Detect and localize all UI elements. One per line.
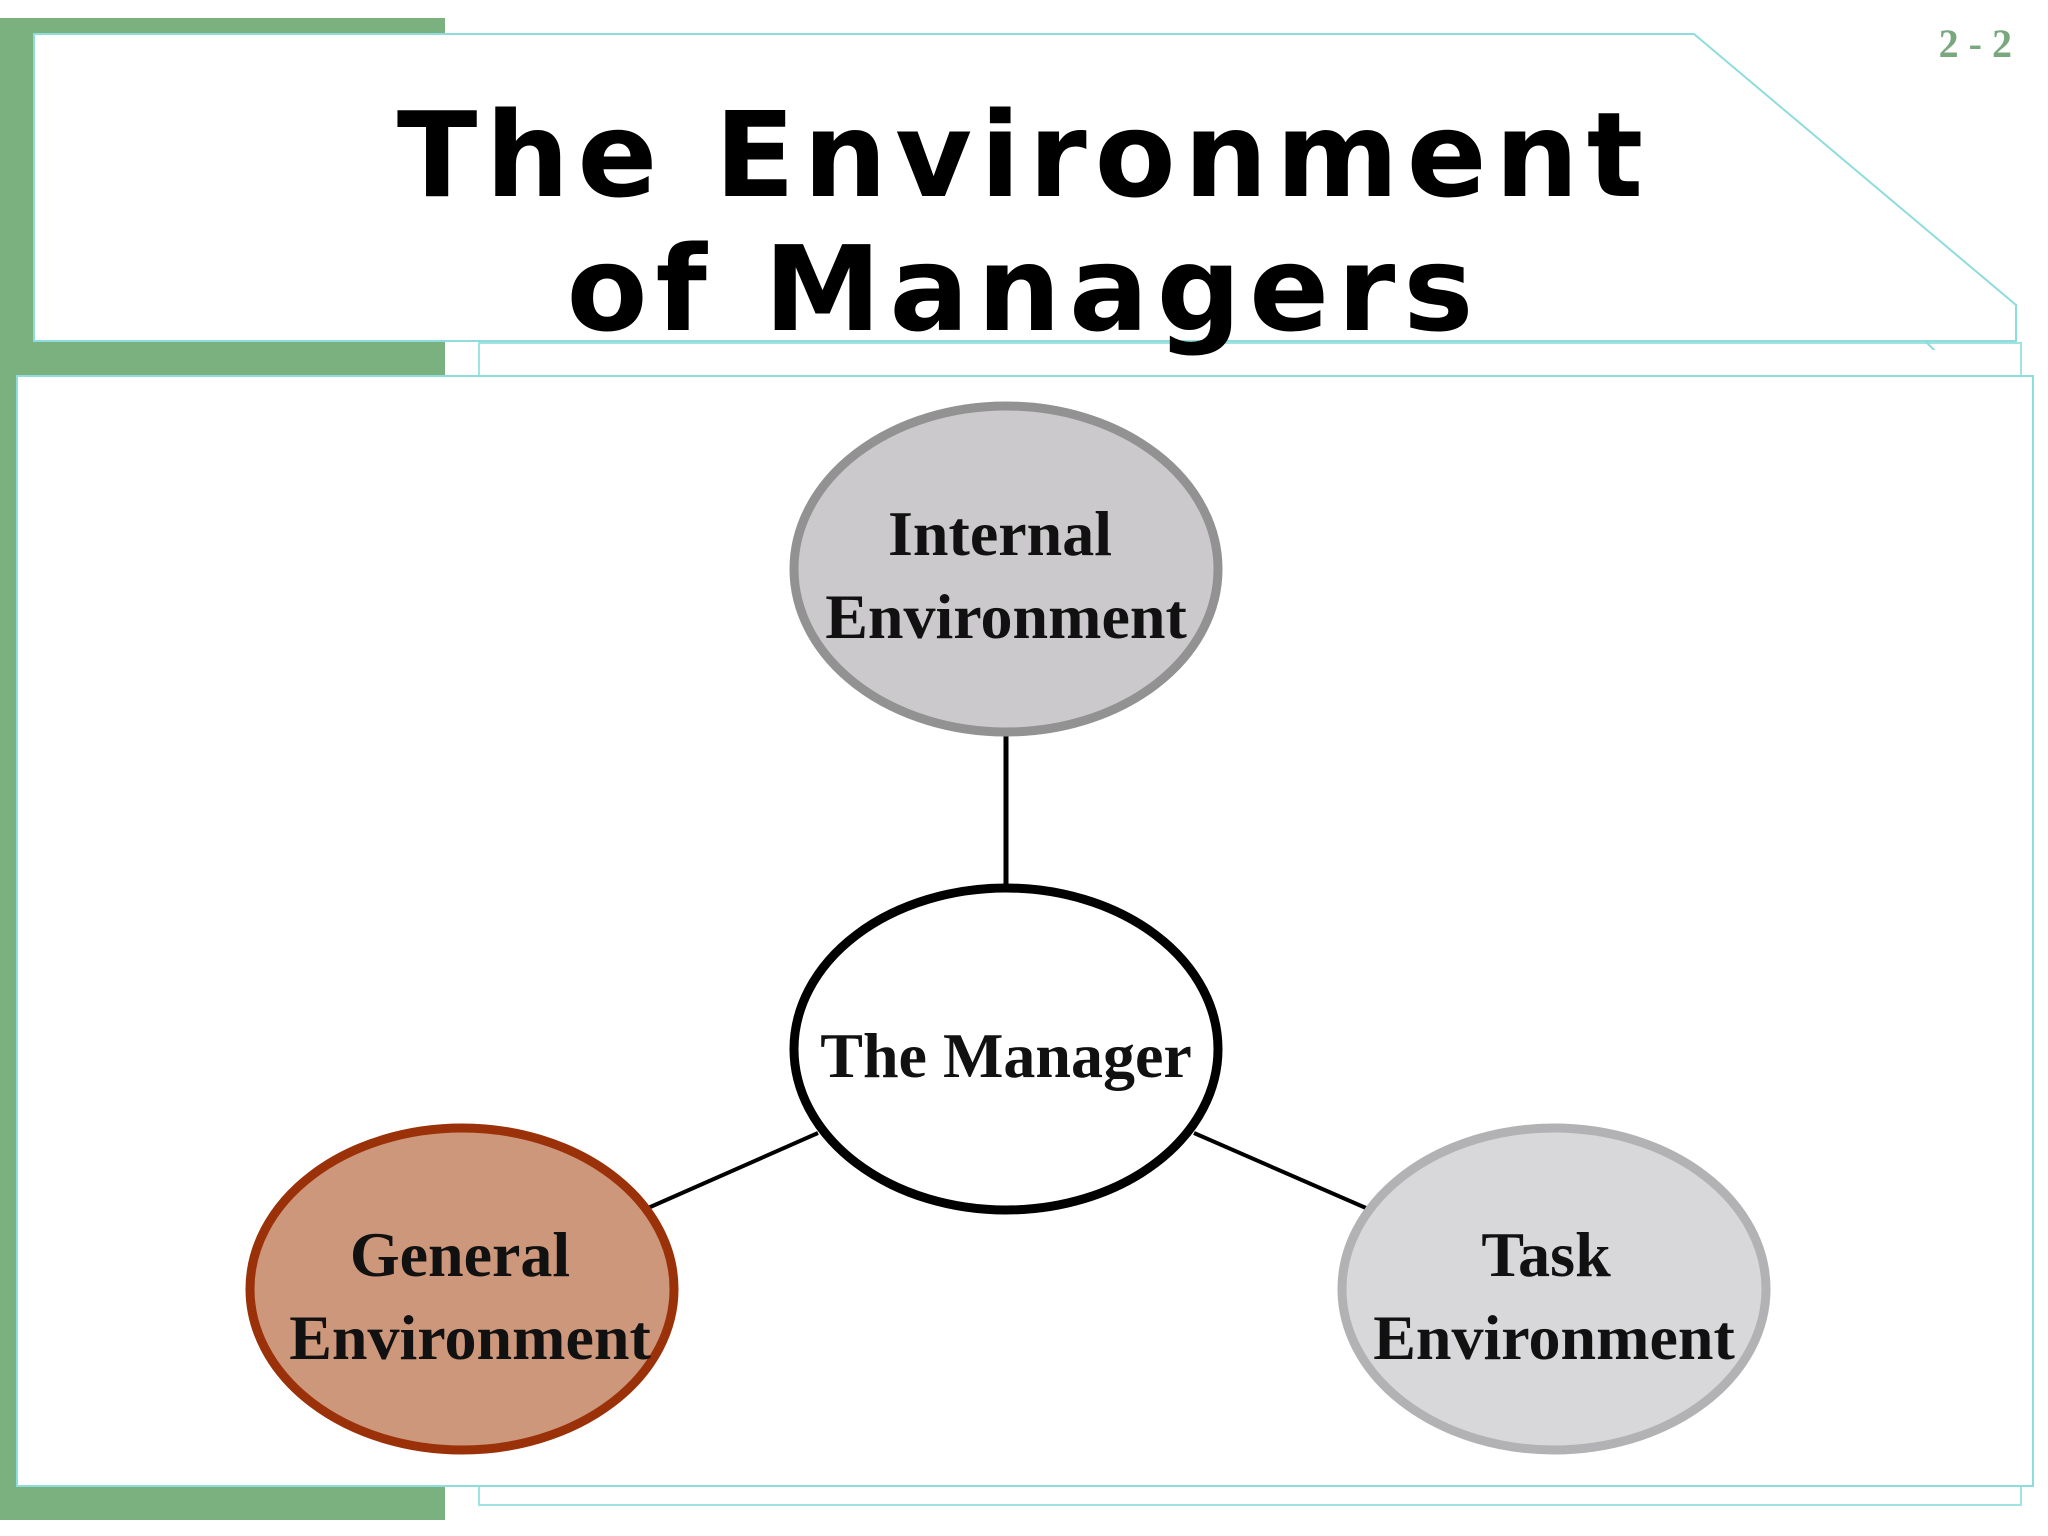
manager-node [789, 883, 1223, 1215]
task-label-line-1: Task [1481, 1219, 1611, 1290]
connector-general [647, 1131, 819, 1210]
title-line-1: The Environment [396, 86, 1652, 224]
title-line-2: of Managers [566, 220, 1482, 358]
manager-label: The Manager [820, 1020, 1192, 1091]
page-title: The Environment of Managers [0, 88, 2048, 356]
internal-environment-node [789, 401, 1223, 737]
internal-label-line-2: Environment [825, 581, 1187, 652]
title-banner [33, 33, 2017, 350]
connector-task [1193, 1131, 1367, 1210]
internal-label-line-1: Internal [888, 498, 1112, 569]
task-environment-node [1337, 1123, 1771, 1455]
general-environment-node [245, 1123, 679, 1455]
general-label-line-1: General [350, 1219, 570, 1290]
task-label-line-2: Environment [1373, 1302, 1735, 1373]
slide-number: 2 - 2 [1938, 21, 2012, 66]
general-label-line-2: Environment [289, 1302, 651, 1373]
